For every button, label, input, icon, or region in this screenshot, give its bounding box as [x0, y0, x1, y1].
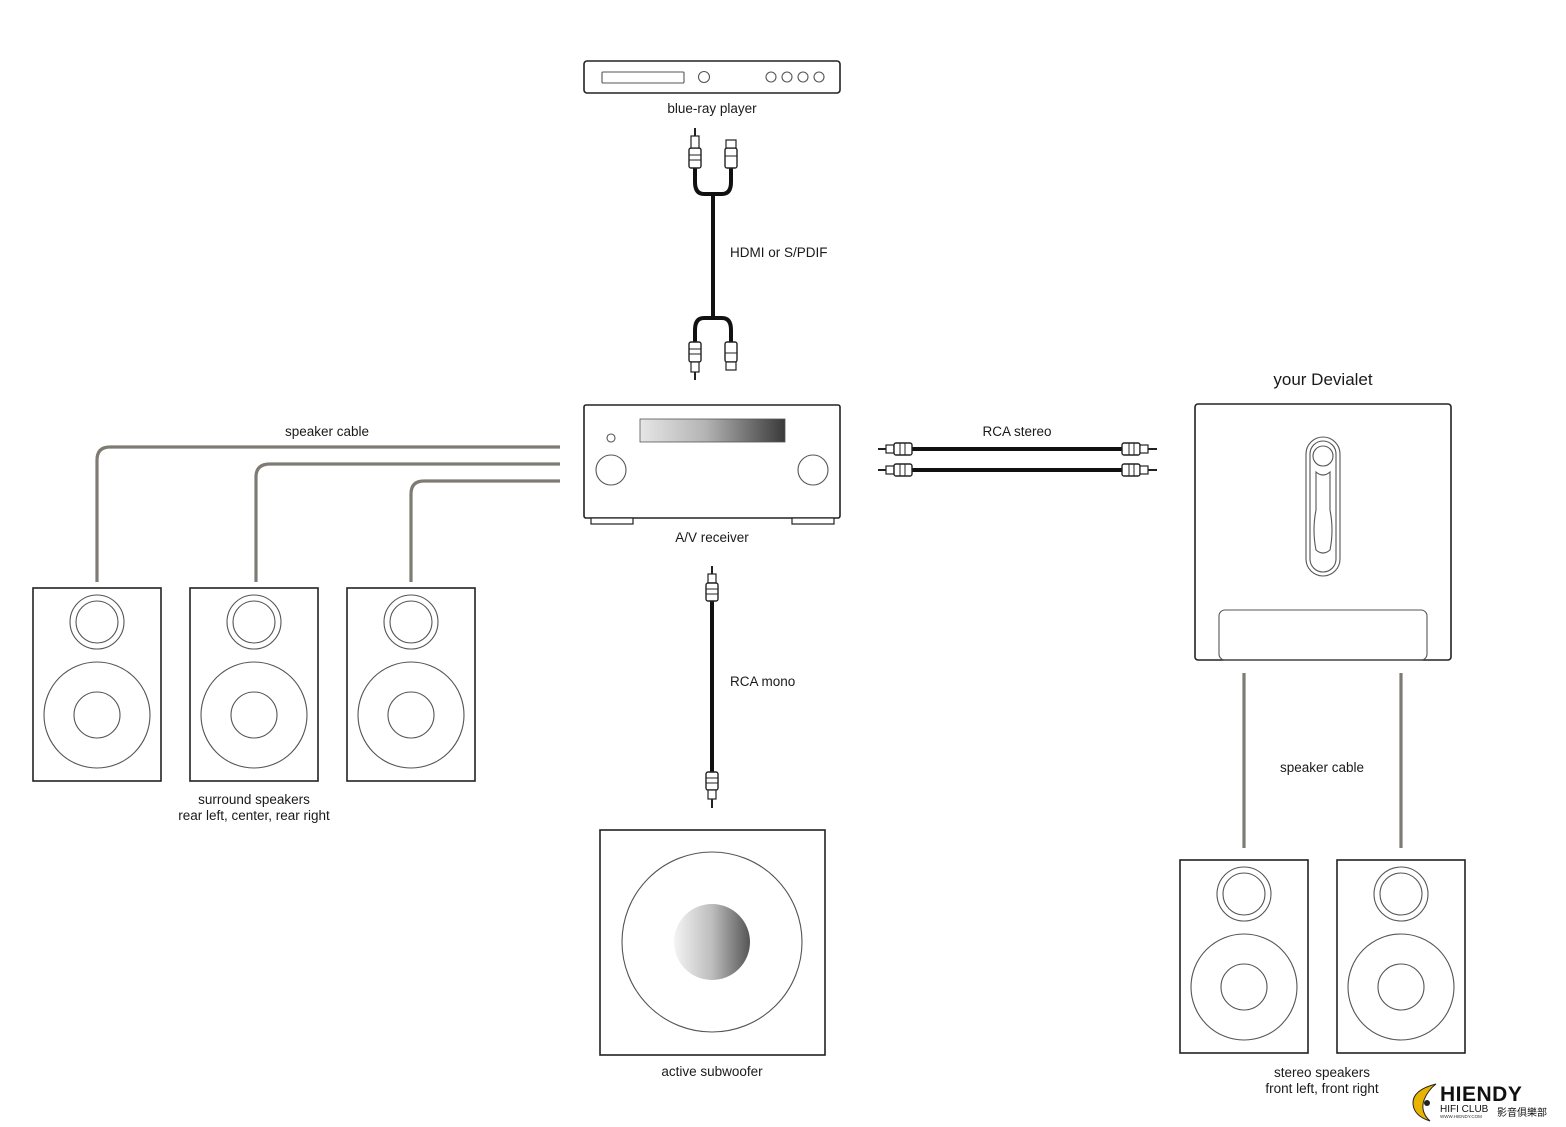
rca-stereo-cable — [878, 442, 1157, 477]
rca-plug-icon — [688, 128, 702, 169]
surround-speaker-rear-left — [32, 587, 162, 782]
surround-label-line1: surround speakers — [198, 792, 310, 807]
rca-stereo-label: RCA stereo — [982, 424, 1051, 439]
rca-plug-icon — [1121, 442, 1157, 456]
stereo-speaker-front-right — [1336, 859, 1466, 1054]
logo-sub-text: HIFI CLUB — [1440, 1104, 1489, 1115]
rca-plug-icon — [705, 566, 719, 602]
active-subwoofer — [599, 829, 826, 1056]
devialet-amplifier — [1194, 403, 1452, 661]
stereo-speaker-cables — [1242, 673, 1403, 848]
stereo-label-line1: stereo speakers — [1274, 1065, 1370, 1080]
rca-plug-icon — [1121, 463, 1157, 477]
stereo-label-line2: front left, front right — [1265, 1081, 1379, 1096]
rca-plug-icon — [878, 463, 913, 477]
hdmi-plug-icon — [724, 341, 738, 371]
rca-plug-icon — [878, 442, 913, 456]
hdmi-label: HDMI or S/PDIF — [730, 245, 828, 260]
subwoofer-label: active subwoofer — [661, 1064, 763, 1079]
bluray-label: blue-ray player — [667, 101, 757, 116]
receiver-label: A/V receiver — [675, 530, 749, 545]
devialet-title: your Devialet — [1273, 370, 1372, 389]
bluray-player — [583, 60, 841, 94]
rca-mono-label: RCA mono — [730, 674, 795, 689]
surround-speaker-cables — [95, 445, 560, 582]
speaker-cable-right-label: speaker cable — [1280, 760, 1364, 775]
rca-mono-cable — [705, 566, 719, 808]
rca-plug-icon — [688, 341, 702, 380]
logo-cn-text: 影音俱樂部 — [1497, 1106, 1547, 1119]
hdmi-plug-icon — [724, 139, 738, 169]
logo-url-text: WWW.HIENDY.COM — [1440, 1114, 1482, 1119]
logo-main-text: HIENDY — [1440, 1083, 1522, 1106]
stereo-speaker-front-left — [1179, 859, 1309, 1054]
rca-plug-icon — [705, 771, 719, 808]
surround-label-line2: rear left, center, rear right — [178, 808, 330, 823]
speaker-cable-left-label: speaker cable — [285, 424, 369, 439]
hiendy-logo: HIENDY HIFI CLUB 影音俱樂部 WWW.HIENDY.COM — [1412, 1083, 1547, 1122]
av-receiver — [583, 404, 841, 525]
hdmi-cable — [688, 128, 738, 380]
surround-speaker-center — [189, 587, 319, 782]
surround-speaker-rear-right — [346, 587, 476, 782]
hiendy-logo-mark-icon — [1412, 1083, 1437, 1122]
